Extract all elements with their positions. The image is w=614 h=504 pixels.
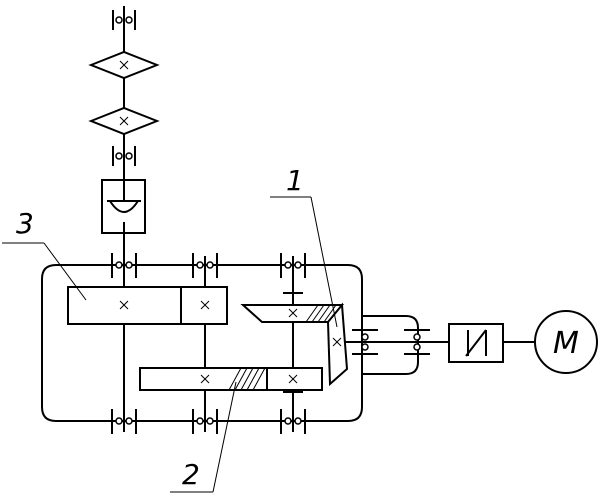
callout-2: 2	[170, 381, 237, 493]
gear-pair-3	[67, 286, 228, 325]
callout-label-3: 3	[16, 207, 34, 240]
bearing-middle	[112, 146, 136, 166]
gear-pair-2	[139, 367, 323, 391]
callout-label-2: 2	[182, 458, 200, 491]
bearing-top	[112, 10, 136, 30]
gearbox-housing	[41, 264, 363, 422]
motor-label: M	[553, 326, 579, 361]
coupling-box	[101, 179, 146, 234]
electric-motor: M	[534, 310, 598, 374]
shaft-3-supports	[283, 292, 303, 393]
clutch-box	[448, 323, 504, 363]
motor-shaft-bearings	[352, 329, 430, 355]
callout-1: 1	[270, 164, 338, 328]
callout-3: 3	[2, 207, 87, 301]
callout-label-1: 1	[286, 164, 304, 197]
output-shaft-assembly	[88, 6, 160, 268]
housing-flange	[362, 315, 419, 375]
bevel-gear-pair-1	[240, 302, 349, 387]
housing-bearings	[111, 253, 306, 434]
